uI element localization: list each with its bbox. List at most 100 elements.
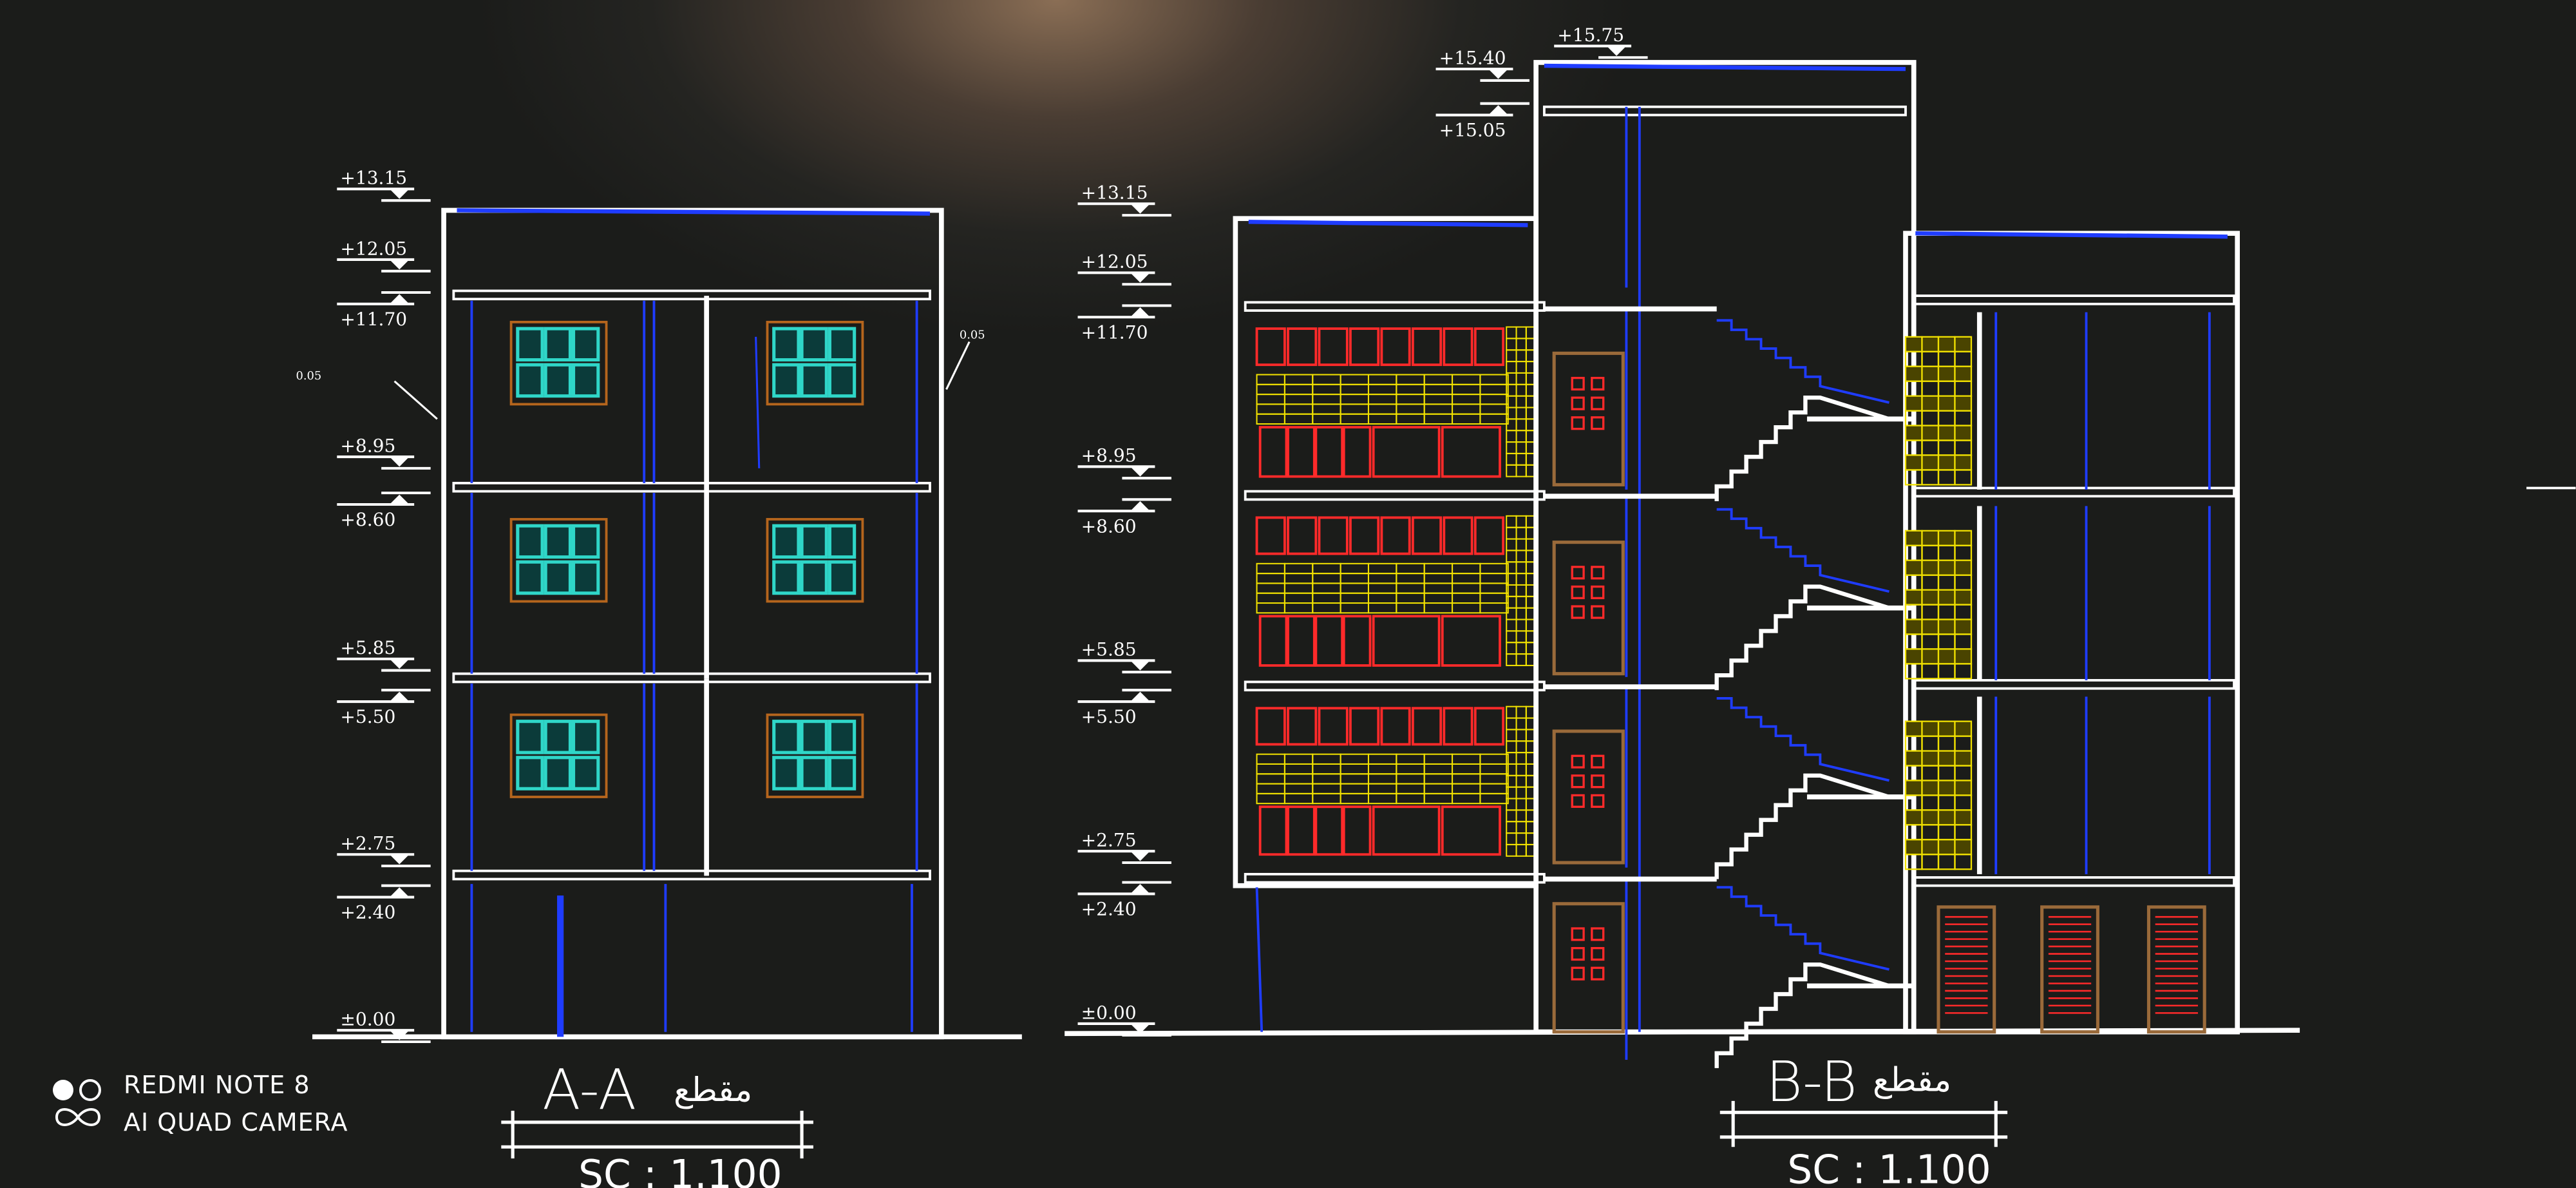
tile: [1396, 383, 1425, 396]
level-label: +15.40: [1439, 47, 1506, 68]
tile: [1312, 582, 1341, 594]
tile: [1423, 374, 1454, 385]
level-triangle: [1488, 69, 1508, 79]
window-pane: [828, 560, 857, 595]
tile: [1954, 663, 1973, 680]
tile: [1921, 720, 1940, 737]
door-panel: [1571, 416, 1585, 430]
tile: [1283, 763, 1314, 775]
section-b-b: [1065, 60, 2576, 1147]
tile: [1506, 550, 1517, 563]
tile: [1396, 374, 1425, 385]
tile: [1506, 821, 1517, 834]
tile: [1479, 792, 1509, 805]
tile: [1312, 374, 1341, 385]
tile: [1479, 403, 1509, 415]
window-pane: [772, 560, 800, 595]
tile: [1937, 750, 1956, 767]
tile: [1423, 394, 1454, 405]
door: [1552, 902, 1625, 1034]
lower-cabinet: [1342, 426, 1372, 478]
tile: [1423, 592, 1454, 604]
tile: [1479, 763, 1509, 775]
tile: [1283, 562, 1314, 575]
tile: [1921, 365, 1940, 382]
lower-cabinet: [1342, 805, 1372, 856]
level-triangle: [1130, 1023, 1150, 1034]
floor-slab: [1244, 872, 1546, 884]
tile: [1312, 792, 1341, 805]
tile: [1515, 595, 1527, 609]
tile: [1283, 582, 1314, 594]
garage-door: [1937, 905, 1996, 1034]
level-triangle: [389, 259, 410, 270]
tile: [1954, 530, 1973, 546]
tile: [1340, 592, 1369, 604]
garage-door: [2146, 905, 2206, 1034]
tile: [1954, 395, 1973, 412]
tile: [1312, 592, 1341, 604]
stair-flight-up: [1716, 697, 1889, 782]
tile: [1515, 561, 1527, 575]
tile: [1256, 602, 1285, 614]
floor-slab: [452, 289, 931, 301]
tile: [1515, 372, 1527, 385]
window-frame: [766, 713, 864, 798]
tile: [1937, 439, 1956, 456]
tile: [1904, 839, 1923, 856]
tile: [1312, 403, 1341, 415]
level-triangle: [389, 457, 410, 467]
section-b-title: B-B: [1766, 1050, 1857, 1115]
tile: [1340, 403, 1369, 415]
tile: [1367, 403, 1397, 415]
tile: [1479, 592, 1509, 604]
tile: [1515, 550, 1527, 563]
tile: [1396, 602, 1425, 614]
tile: [1506, 338, 1517, 351]
lower-cabinet: [1441, 805, 1501, 856]
level-label: +5.85: [340, 637, 395, 658]
tile: [1954, 618, 1973, 635]
lower-cabinet: [1287, 615, 1316, 667]
level-label: +5.50: [1081, 706, 1137, 727]
window-pane: [544, 756, 572, 790]
tile: [1954, 454, 1973, 471]
floor-slab: [1912, 486, 2235, 498]
door-panel: [1571, 376, 1585, 391]
tile: [1921, 765, 1940, 781]
tile: [1515, 630, 1527, 644]
lower-cabinet: [1441, 615, 1501, 667]
tile: [1937, 765, 1956, 781]
level-triangle: [1606, 46, 1627, 56]
tile: [1921, 544, 1940, 561]
tile: [1256, 763, 1285, 775]
tile: [1506, 526, 1517, 540]
tile: [1479, 394, 1509, 405]
tile: [1937, 365, 1956, 382]
tile: [1479, 753, 1509, 765]
garage-door: [2040, 905, 2099, 1034]
tile: [1954, 809, 1973, 826]
upper-cabinet: [1473, 516, 1505, 555]
tile: [1937, 350, 1956, 367]
tile: [1954, 604, 1973, 620]
watermark-line-2: AI QUAD CAMERA: [124, 1108, 348, 1136]
tile: [1937, 663, 1956, 680]
tile: [1921, 809, 1940, 826]
level-label: +12.05: [1081, 251, 1148, 273]
tile: [1283, 792, 1314, 805]
tile: [1423, 413, 1454, 425]
level-triangle: [389, 691, 410, 702]
level-triangle: [1130, 660, 1150, 671]
tile: [1367, 602, 1397, 614]
upper-cabinet: [1443, 516, 1473, 555]
tile: [1506, 717, 1517, 731]
tile: [1340, 413, 1369, 425]
tile: [1954, 574, 1973, 591]
window-frame: [766, 320, 864, 406]
door-panel: [1591, 585, 1605, 600]
tile: [1954, 559, 1973, 576]
tile: [1396, 403, 1425, 415]
